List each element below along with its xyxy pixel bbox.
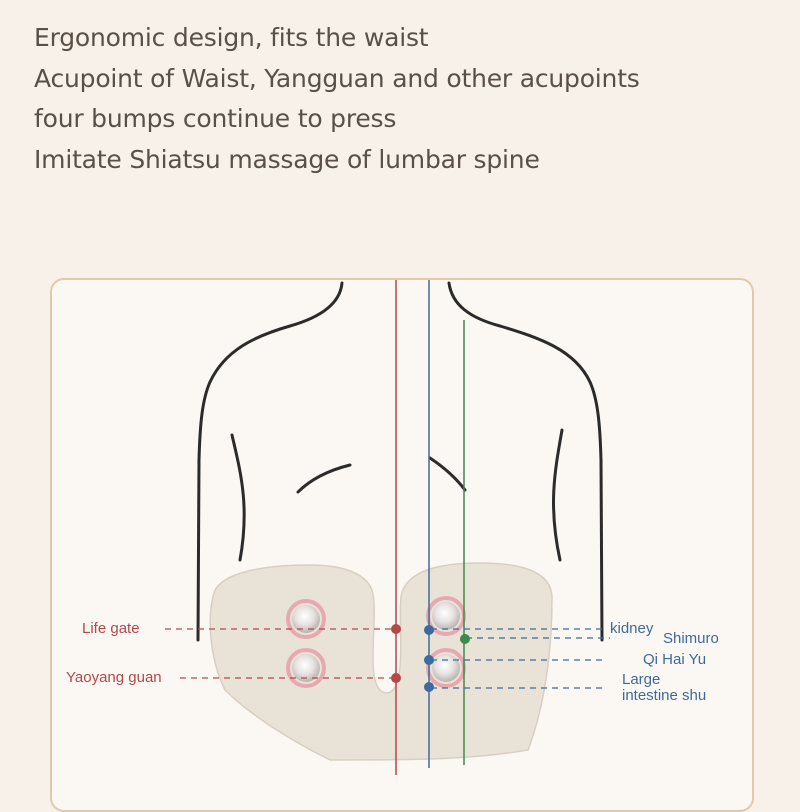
headline-line-4: Imitate Shiatsu massage of lumbar spine xyxy=(34,144,540,174)
torso-outline xyxy=(196,281,604,642)
acupoint-dots xyxy=(391,624,470,692)
right-neck-shoulder-line xyxy=(447,281,604,642)
kidney-dot xyxy=(424,625,434,635)
headline-line-3: four bumps continue to press xyxy=(34,104,397,133)
qi-hai-yu-dot xyxy=(424,655,434,665)
shimuro-dot xyxy=(460,634,470,644)
label-life-gate: Life gate xyxy=(82,620,140,637)
massage-pad xyxy=(209,562,553,761)
left-waist-line xyxy=(230,433,246,562)
label-qi-hai-yu: Qi Hai Yu xyxy=(643,651,706,668)
yaoyang-guan-dot xyxy=(391,673,401,683)
left-neck-shoulder-line xyxy=(196,281,344,642)
large-intestine-dot xyxy=(424,682,434,692)
label-shimuro: Shimuro xyxy=(663,630,719,647)
label-large-intestine-1: Large xyxy=(622,671,660,688)
label-yaoyang-guan: Yaoyang guan xyxy=(66,669,162,686)
left-scapula-line xyxy=(296,463,352,494)
leader-lines xyxy=(165,628,610,689)
bump-lower-left xyxy=(286,648,326,688)
bump-upper-left xyxy=(286,599,326,639)
headline-line-2: Acupoint of Waist, Yangguan and other ac… xyxy=(34,63,640,93)
label-kidney: kidney xyxy=(610,620,654,637)
headline-line-1: Ergonomic design, fits the waist xyxy=(34,23,429,52)
label-large-intestine-2: intestine shu xyxy=(622,687,706,704)
headline: Ergonomic design, fits the waist Acupoin… xyxy=(34,18,640,180)
right-waist-line xyxy=(552,428,564,562)
life-gate-dot xyxy=(391,624,401,634)
bump-lower-right xyxy=(426,648,466,688)
right-scapula-line xyxy=(428,456,467,492)
